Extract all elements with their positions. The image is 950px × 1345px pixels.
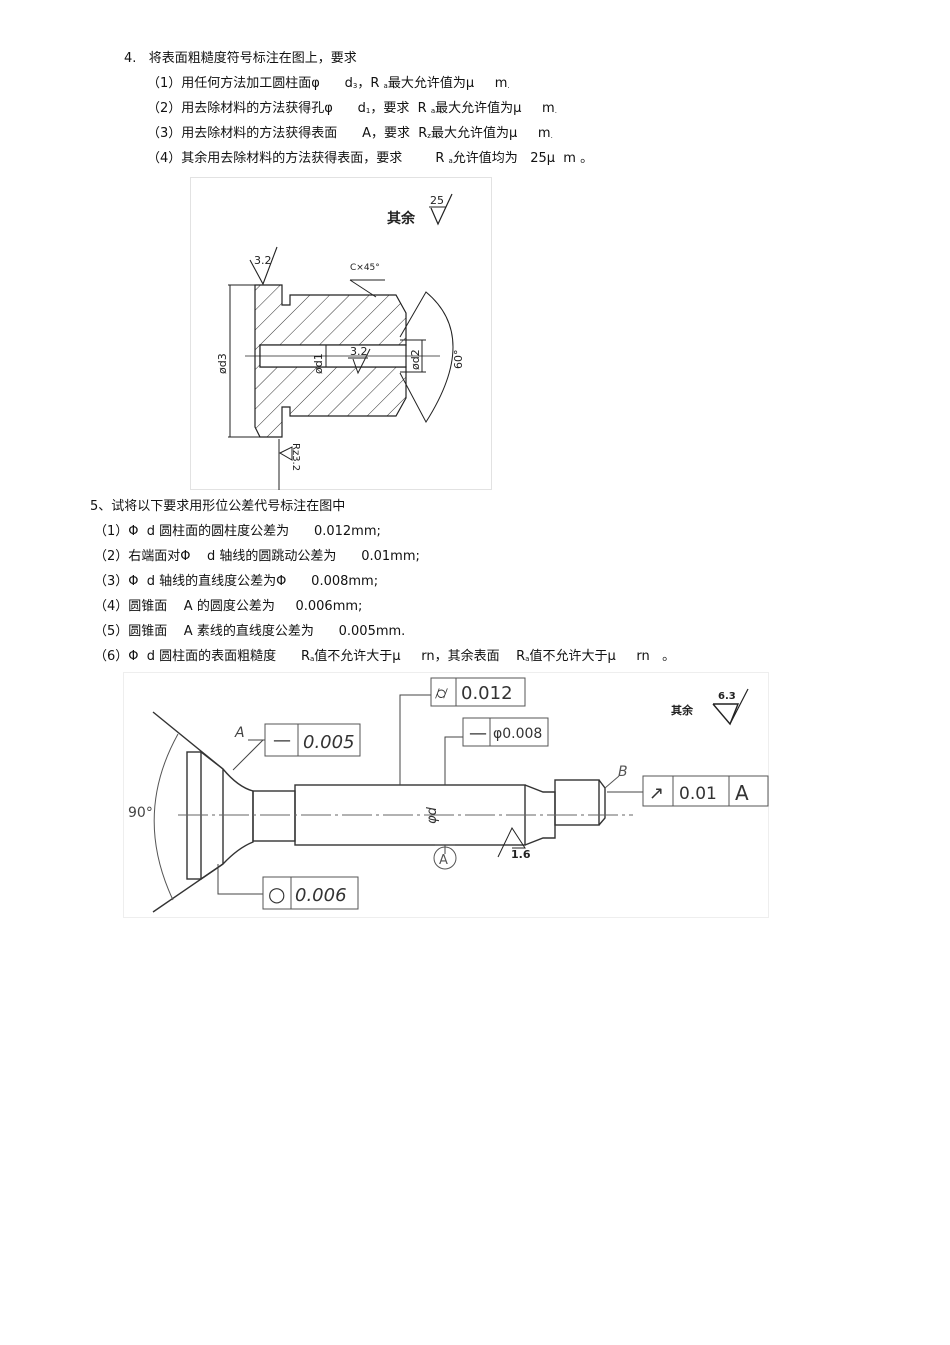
fcf-axis-straightness: — φ0.008 [444, 717, 549, 785]
subscript: 1 [365, 107, 371, 115]
svg-text:90°: 90° [128, 805, 153, 821]
item-text: 值不允许大于μ rn 。 [529, 649, 676, 664]
subscript: 3 [352, 82, 358, 90]
problem5-title: 5、试将以下要求用形位公差代号标注在图中 [90, 499, 346, 514]
bushing-drawing: 其余 25 ød3 ød1 3.2 ød2 60° 3.2 [190, 177, 492, 490]
item-text: 最大允许值为μ m [430, 126, 551, 141]
svg-text:60°: 60° [452, 350, 465, 370]
item-text: 最大允许值为μ m [435, 101, 555, 116]
problem4-item-4: （4）其余用去除材料的方法获得表面，要求 R a允许值均为 25μ m 。 [147, 150, 593, 170]
problem5-item-2: （2）右端面对Φ d 轴线的圆跳动公差为 0.01mm; [94, 549, 420, 564]
svg-text:φ0.008: φ0.008 [493, 726, 542, 742]
item-text: （6）Φ d 圆柱面的表面粗糙度 R [94, 649, 310, 664]
svg-text:⌭: ⌭ [435, 683, 448, 704]
svg-text:A: A [234, 725, 245, 741]
svg-text:其余: 其余 [387, 210, 416, 227]
svg-text:其余: 其余 [671, 703, 694, 717]
subscript: z [427, 132, 431, 140]
subscript: a [448, 157, 453, 165]
svg-text:↗: ↗ [649, 783, 664, 804]
svg-text:ød1: ød1 [312, 353, 325, 374]
svg-text:0.012: 0.012 [461, 683, 513, 704]
fcf-runout: ↗ 0.01 A [607, 775, 769, 807]
problem5-item-4: （4）圆锥面 A 的圆度公差为 0.006mm; [94, 599, 363, 614]
svg-text:A: A [735, 781, 749, 805]
problem4-item-1: （1）用任何方法加工圆柱面φ d3，R a最大允许值为μ m. [147, 75, 510, 95]
subscript: a [525, 655, 530, 663]
subscript: a [430, 107, 436, 115]
svg-text:B: B [618, 764, 628, 780]
item-text: ，要求 R [370, 101, 431, 116]
svg-text:3.2: 3.2 [350, 345, 368, 358]
svg-text:3.2: 3.2 [254, 254, 272, 267]
problem5-item-3: （3）Φ d 轴线的直线度公差为Φ 0.008mm; [94, 574, 379, 589]
svg-text:1.6: 1.6 [511, 848, 531, 861]
subscript: a [309, 655, 315, 663]
svg-text:○: ○ [268, 882, 285, 906]
svg-text:6.3: 6.3 [718, 691, 736, 702]
subscript: a [383, 82, 388, 90]
problem5-item-1: （1）Φ d 圆柱面的圆柱度公差为 0.012mm; [94, 524, 381, 539]
item-text: 允许值均为 25μ m 。 [452, 151, 594, 166]
rest-roughness-symbol: 其余 25 [387, 193, 453, 227]
problem4-item-3: （3）用去除材料的方法获得表面 A，要求 Rz最大允许值为μ m. [147, 125, 553, 145]
valve-drawing: 90° A — 0.005 ○ 0.006 ⌭ 0.012 [123, 672, 769, 918]
rest-roughness-symbol: 其余 6.3 [671, 688, 749, 726]
item-text: （4）其余用去除材料的方法获得表面，要求 R [147, 151, 449, 166]
subscript: . [550, 132, 553, 140]
svg-text:A: A [439, 853, 448, 868]
subscript: . [554, 107, 557, 115]
svg-text:ød3: ød3 [216, 353, 229, 374]
fcf-cylindricity: ⌭ 0.012 [399, 677, 526, 785]
svg-text:ød2: ød2 [409, 349, 422, 370]
svg-text:0.006: 0.006 [295, 885, 347, 906]
svg-text:0.01: 0.01 [679, 784, 717, 804]
svg-text:C×45°: C×45° [350, 263, 380, 273]
svg-text:—: — [469, 723, 487, 744]
svg-text:Rz3.2: Rz3.2 [290, 443, 301, 471]
problem4-title: 4. 将表面粗糙度符号标注在图上，要求 [124, 51, 357, 66]
item-text: （1）用任何方法加工圆柱面φ d [147, 76, 353, 91]
fcf-cone-roundness: ○ 0.006 [217, 864, 359, 910]
svg-text:—: — [273, 730, 291, 751]
item-text: 最大允许值为μ m [387, 76, 508, 91]
problem5-item-6: （6）Φ d 圆柱面的表面粗糙度 Ra值不允许大于μ rn，其余表面 Ra值不允… [94, 648, 675, 668]
svg-text:25: 25 [430, 194, 444, 207]
fcf-cone-straightness: — 0.005 [248, 723, 361, 757]
item-text: （3）用去除材料的方法获得表面 A，要求 R [147, 126, 428, 141]
item-text: 值不允许大于μ rn，其余表面 R [314, 649, 526, 664]
svg-text:φd: φd [425, 806, 440, 824]
item-text: ，R [357, 76, 384, 91]
problem4-item-2: （2）用去除材料的方法获得孔φ d1，要求 R a最大允许值为μ m. [147, 100, 557, 120]
item-text: （2）用去除材料的方法获得孔φ d [147, 101, 366, 116]
svg-text:0.005: 0.005 [303, 732, 355, 753]
problem5-item-5: （5）圆锥面 A 素线的直线度公差为 0.005mm. [94, 624, 406, 639]
subscript: . [507, 82, 510, 90]
